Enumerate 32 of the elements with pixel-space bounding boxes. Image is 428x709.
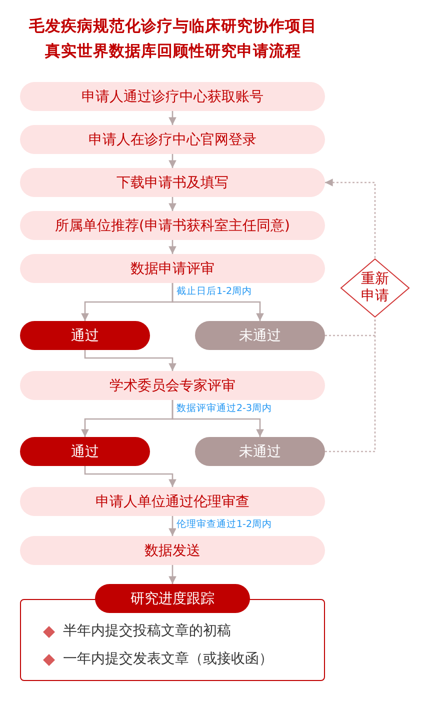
arrow: [168, 154, 176, 168]
process-step: 下载申请书及填写: [20, 168, 325, 197]
arrow: [172, 400, 264, 437]
arrow: [168, 240, 176, 254]
connector-line: [325, 318, 376, 452]
arrow: [168, 197, 176, 211]
process-step: 数据发送: [20, 536, 325, 565]
process-step: 数据申请评审: [20, 254, 325, 283]
decision-diamond: 重新申请: [340, 258, 410, 318]
fail-result: 未通过: [195, 437, 325, 466]
title: 毛发疾病规范化诊疗与临床研究协作项目真实世界数据库回顾性研究申请流程: [28, 16, 318, 62]
edge-label: 截止日后1-2周内: [176, 286, 254, 298]
header-pill: 研究进度跟踪: [95, 584, 250, 613]
fail-result: 未通过: [195, 321, 325, 350]
arrow: [325, 178, 376, 258]
edge-label: 伦理审查通过1-2周内: [176, 519, 274, 531]
process-step: 申请人通过诊疗中心获取账号: [20, 82, 325, 111]
arrow: [168, 111, 176, 125]
pass-result: 通过: [20, 321, 150, 350]
arrow: [168, 516, 176, 536]
process-step: 所属单位推荐(申请书获科室主任同意): [20, 211, 325, 240]
process-step: 学术委员会专家评审: [20, 371, 325, 400]
arrow: [84, 466, 176, 487]
process-step: 申请人在诊疗中心官网登录: [20, 125, 325, 154]
arrow: [84, 350, 176, 371]
process-step: 申请人单位通过伦理审查: [20, 487, 325, 516]
pass-result: 通过: [20, 437, 150, 466]
arrow: [168, 565, 176, 584]
edge-label: 数据评审通过2-3周内: [176, 403, 274, 415]
list-item: 一年内提交发表文章（或接收函）: [63, 651, 273, 667]
arrow: [172, 283, 264, 321]
list-item: 半年内提交投稿文章的初稿: [63, 623, 231, 639]
